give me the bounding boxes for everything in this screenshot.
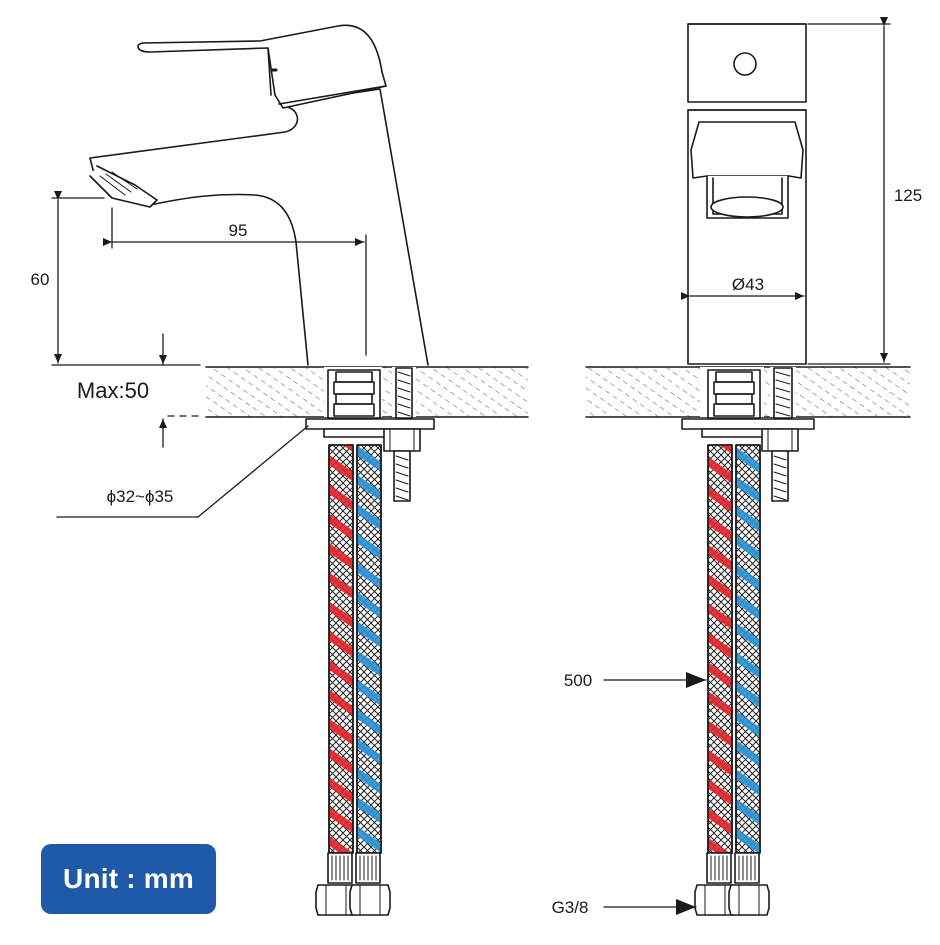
hose-length-label: 500 xyxy=(564,671,592,690)
hose-fittings-left xyxy=(315,852,391,916)
hot-hose-right xyxy=(707,444,733,854)
spout-reach-label: 95 xyxy=(229,221,248,240)
hose-fittings-right xyxy=(694,852,770,916)
mounting-assembly-left xyxy=(305,367,435,502)
body-diameter-label: Ø43 xyxy=(732,275,764,294)
cold-hose-right xyxy=(735,444,761,854)
cold-hose-left xyxy=(356,444,382,854)
dim-lines-left xyxy=(51,191,367,518)
unit-badge-label: Unit : mm xyxy=(63,863,194,894)
mounting-assembly-right xyxy=(681,367,815,502)
spout-height-label: 60 xyxy=(31,270,50,289)
thread-size-label: G3/8 xyxy=(552,898,589,917)
max-thickness-label: Max:50 xyxy=(77,378,149,403)
hole-diameter-label: ϕ32~ϕ35 xyxy=(107,487,174,506)
faucet-body-side xyxy=(89,24,429,366)
dim-lines-right xyxy=(603,17,891,915)
faucet-body-front xyxy=(687,23,807,365)
hot-hose-left xyxy=(328,444,354,854)
total-height-label: 125 xyxy=(894,186,922,205)
unit-badge: Unit : mm xyxy=(41,844,216,914)
